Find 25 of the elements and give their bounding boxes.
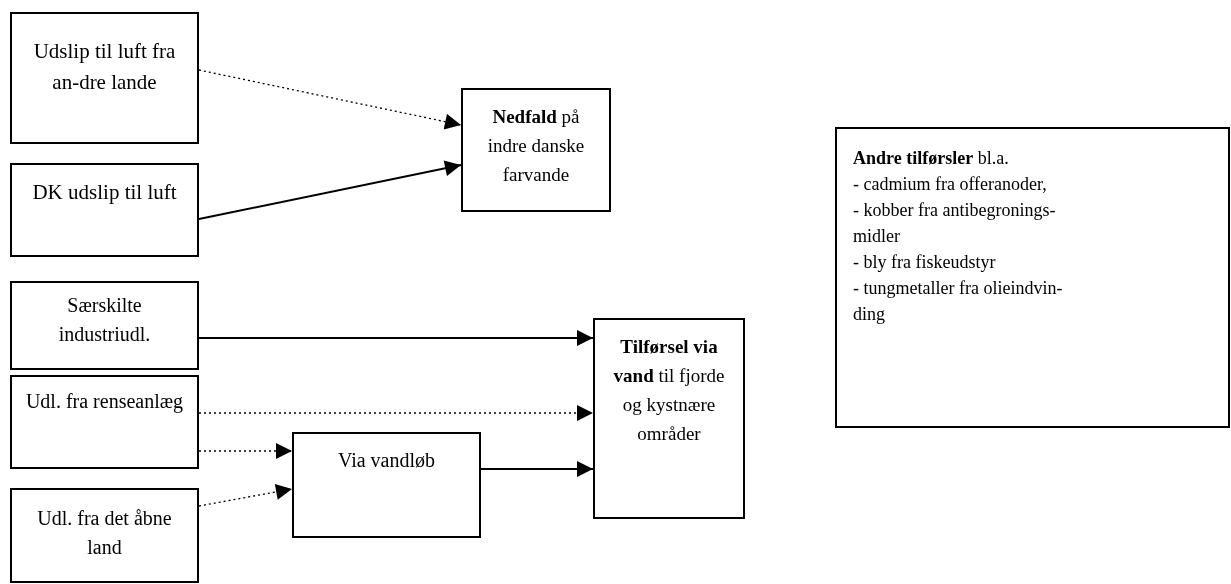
arrow <box>198 330 594 346</box>
text-box <box>593 318 745 519</box>
text-box <box>10 163 199 257</box>
box-text: Udl. fra renseanlæg <box>24 389 185 415</box>
box-text: DK udslip til luft <box>32 179 177 206</box>
text-box <box>10 12 199 144</box>
text-box <box>292 432 481 538</box>
box-text: Særskilte industriudl. <box>57 293 152 347</box>
box-text: Andre tilførsler bl.a. <box>853 147 1010 170</box>
box-text: - cadmium fra offeranoder, <box>853 173 1048 196</box>
arrow <box>480 461 594 477</box>
text-box <box>461 88 611 212</box>
box-text: Via vandløb <box>336 448 437 473</box>
box-text: Nedfald på indre danske farvande <box>486 105 586 187</box>
arrow <box>198 160 462 220</box>
text-box <box>835 127 1230 428</box>
box-text: Udl. fra det åbne land <box>36 506 173 560</box>
box-text: Tilførsel via vand til fjorde og kystnære områder <box>612 335 726 446</box>
text-box <box>10 281 199 370</box>
text-box <box>10 375 199 469</box>
text-box <box>10 488 199 583</box>
box-text: Udslip til luft fra an-dre lande <box>32 38 177 96</box>
box-text: - kobber fra antibegronings-midler <box>853 199 1057 248</box>
box-text: - tungmetaller fra olieindvin-ding <box>853 277 1063 326</box>
box-text: - bly fra fiskeudstyr <box>853 251 997 274</box>
